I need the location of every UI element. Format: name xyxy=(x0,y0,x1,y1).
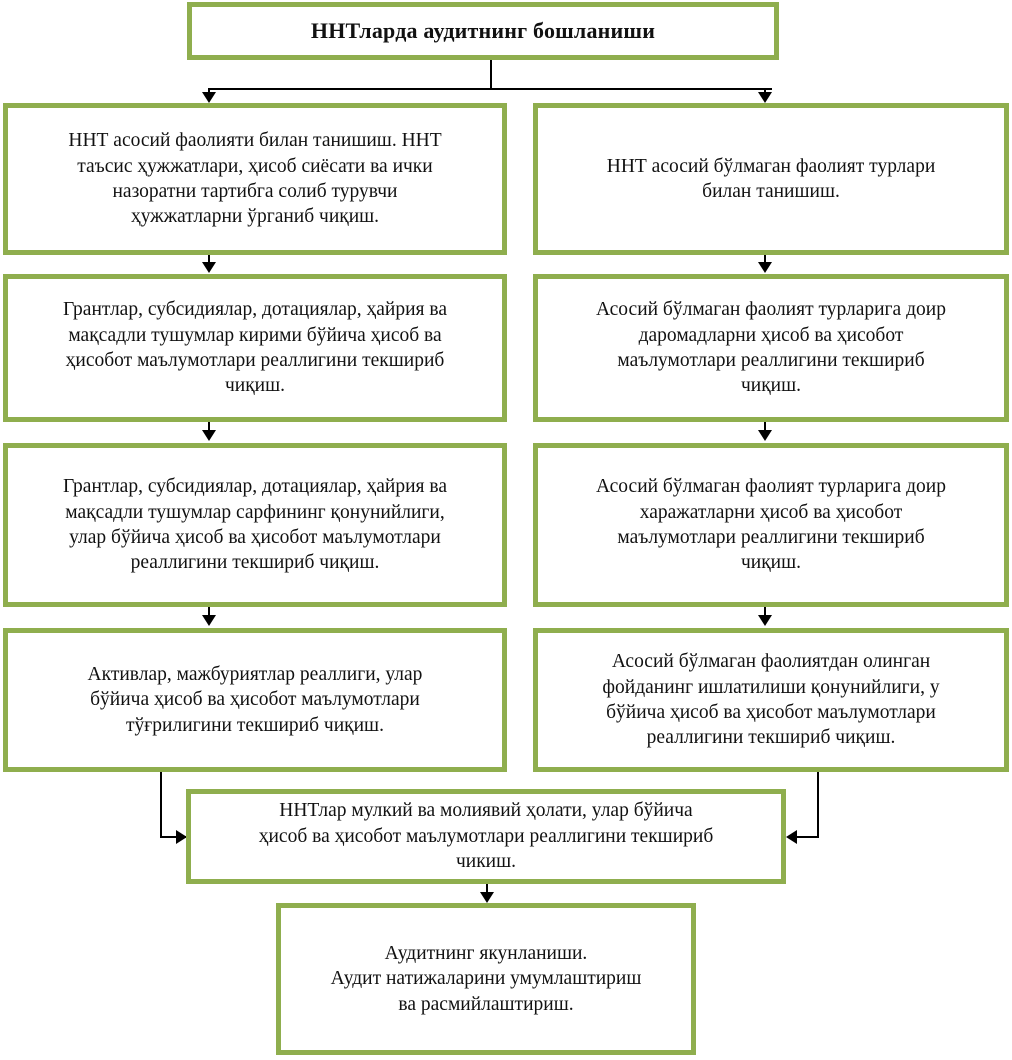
arrow-merge-to-final xyxy=(480,892,494,903)
connector-l2-l3 xyxy=(208,422,210,432)
flow-box-left-1: ННТ асосий фаолияти билан танишиш. ННТ т… xyxy=(3,103,507,255)
arrow-r3-to-r4 xyxy=(758,615,772,626)
arrow-l1-to-l2 xyxy=(202,262,216,273)
flow-box-title-text: ННТларда аудитнинг бошланиши xyxy=(310,17,656,43)
arrow-l3-to-l4 xyxy=(202,615,216,626)
connector-r4-merge-vertical xyxy=(817,772,819,838)
flow-box-final: Аудитнинг якунланиши. Аудит натижаларини… xyxy=(276,903,696,1055)
flow-box-right-1-text: ННТ асосий бўлмаган фаолият турлари била… xyxy=(606,155,936,202)
flow-box-title: ННТларда аудитнинг бошланиши xyxy=(187,2,779,60)
flow-box-left-3-text: Грантлар, субсидиялар, дотациялар, ҳайри… xyxy=(63,476,447,574)
flow-box-merge-text: ННТлар мулкий ва молиявий ҳолати, улар б… xyxy=(258,800,714,873)
flow-box-left-4-text: Активлар, мажбуриятлар реаллиги, улар бў… xyxy=(87,663,423,736)
connector-title-bar xyxy=(208,88,772,90)
connector-r3-r4 xyxy=(764,607,766,617)
connector-l3-l4 xyxy=(208,607,210,617)
flow-box-merge: ННТлар мулкий ва молиявий ҳолати, улар б… xyxy=(186,789,786,884)
flow-box-right-2-text: Асосий бўлмаган фаолият турларига доир д… xyxy=(596,299,946,397)
connector-title-stem xyxy=(490,60,492,89)
connector-l4-merge-vertical xyxy=(160,772,162,838)
flow-box-right-2: Асосий бўлмаган фаолият турларига доир д… xyxy=(533,274,1009,422)
arrow-r4-to-merge xyxy=(786,830,797,844)
connector-l4-merge-horizontal xyxy=(160,836,188,838)
flow-box-final-text: Аудитнинг якунланиши. Аудит натижаларини… xyxy=(330,942,642,1015)
arrow-l4-to-merge xyxy=(176,830,187,844)
flow-box-right-4-text: Асосий бўлмаган фаолиятдан олинган фойда… xyxy=(602,651,940,749)
flow-box-left-1-text: ННТ асосий фаолияти билан танишиш. ННТ т… xyxy=(68,130,442,228)
arrow-r2-to-r3 xyxy=(758,430,772,441)
arrow-l2-to-l3 xyxy=(202,430,216,441)
flow-box-left-3: Грантлар, субсидиялар, дотациялар, ҳайри… xyxy=(3,443,507,607)
flow-box-right-1: ННТ асосий бўлмаган фаолият турлари била… xyxy=(533,103,1009,255)
connector-r1-r2 xyxy=(764,255,766,265)
connector-r2-r3 xyxy=(764,422,766,432)
flow-box-left-2-text: Грантлар, субсидиялар, дотациялар, ҳайри… xyxy=(63,299,447,397)
flow-box-left-4: Активлар, мажбуриятлар реаллиги, улар бў… xyxy=(3,628,507,772)
connector-merge-final xyxy=(486,884,488,896)
connector-r4-merge-horizontal xyxy=(790,836,819,838)
connector-l1-l2 xyxy=(208,255,210,265)
flow-box-right-3: Асосий бўлмаган фаолият турларига доир х… xyxy=(533,443,1009,607)
arrow-title-to-left-column xyxy=(202,92,216,103)
arrow-title-to-right-column xyxy=(758,92,772,103)
flow-box-left-2: Грантлар, субсидиялар, дотациялар, ҳайри… xyxy=(3,274,507,422)
arrow-r1-to-r2 xyxy=(758,262,772,273)
flow-box-right-4: Асосий бўлмаган фаолиятдан олинган фойда… xyxy=(533,628,1009,772)
flow-box-right-3-text: Асосий бўлмаган фаолият турларига доир х… xyxy=(596,476,946,574)
